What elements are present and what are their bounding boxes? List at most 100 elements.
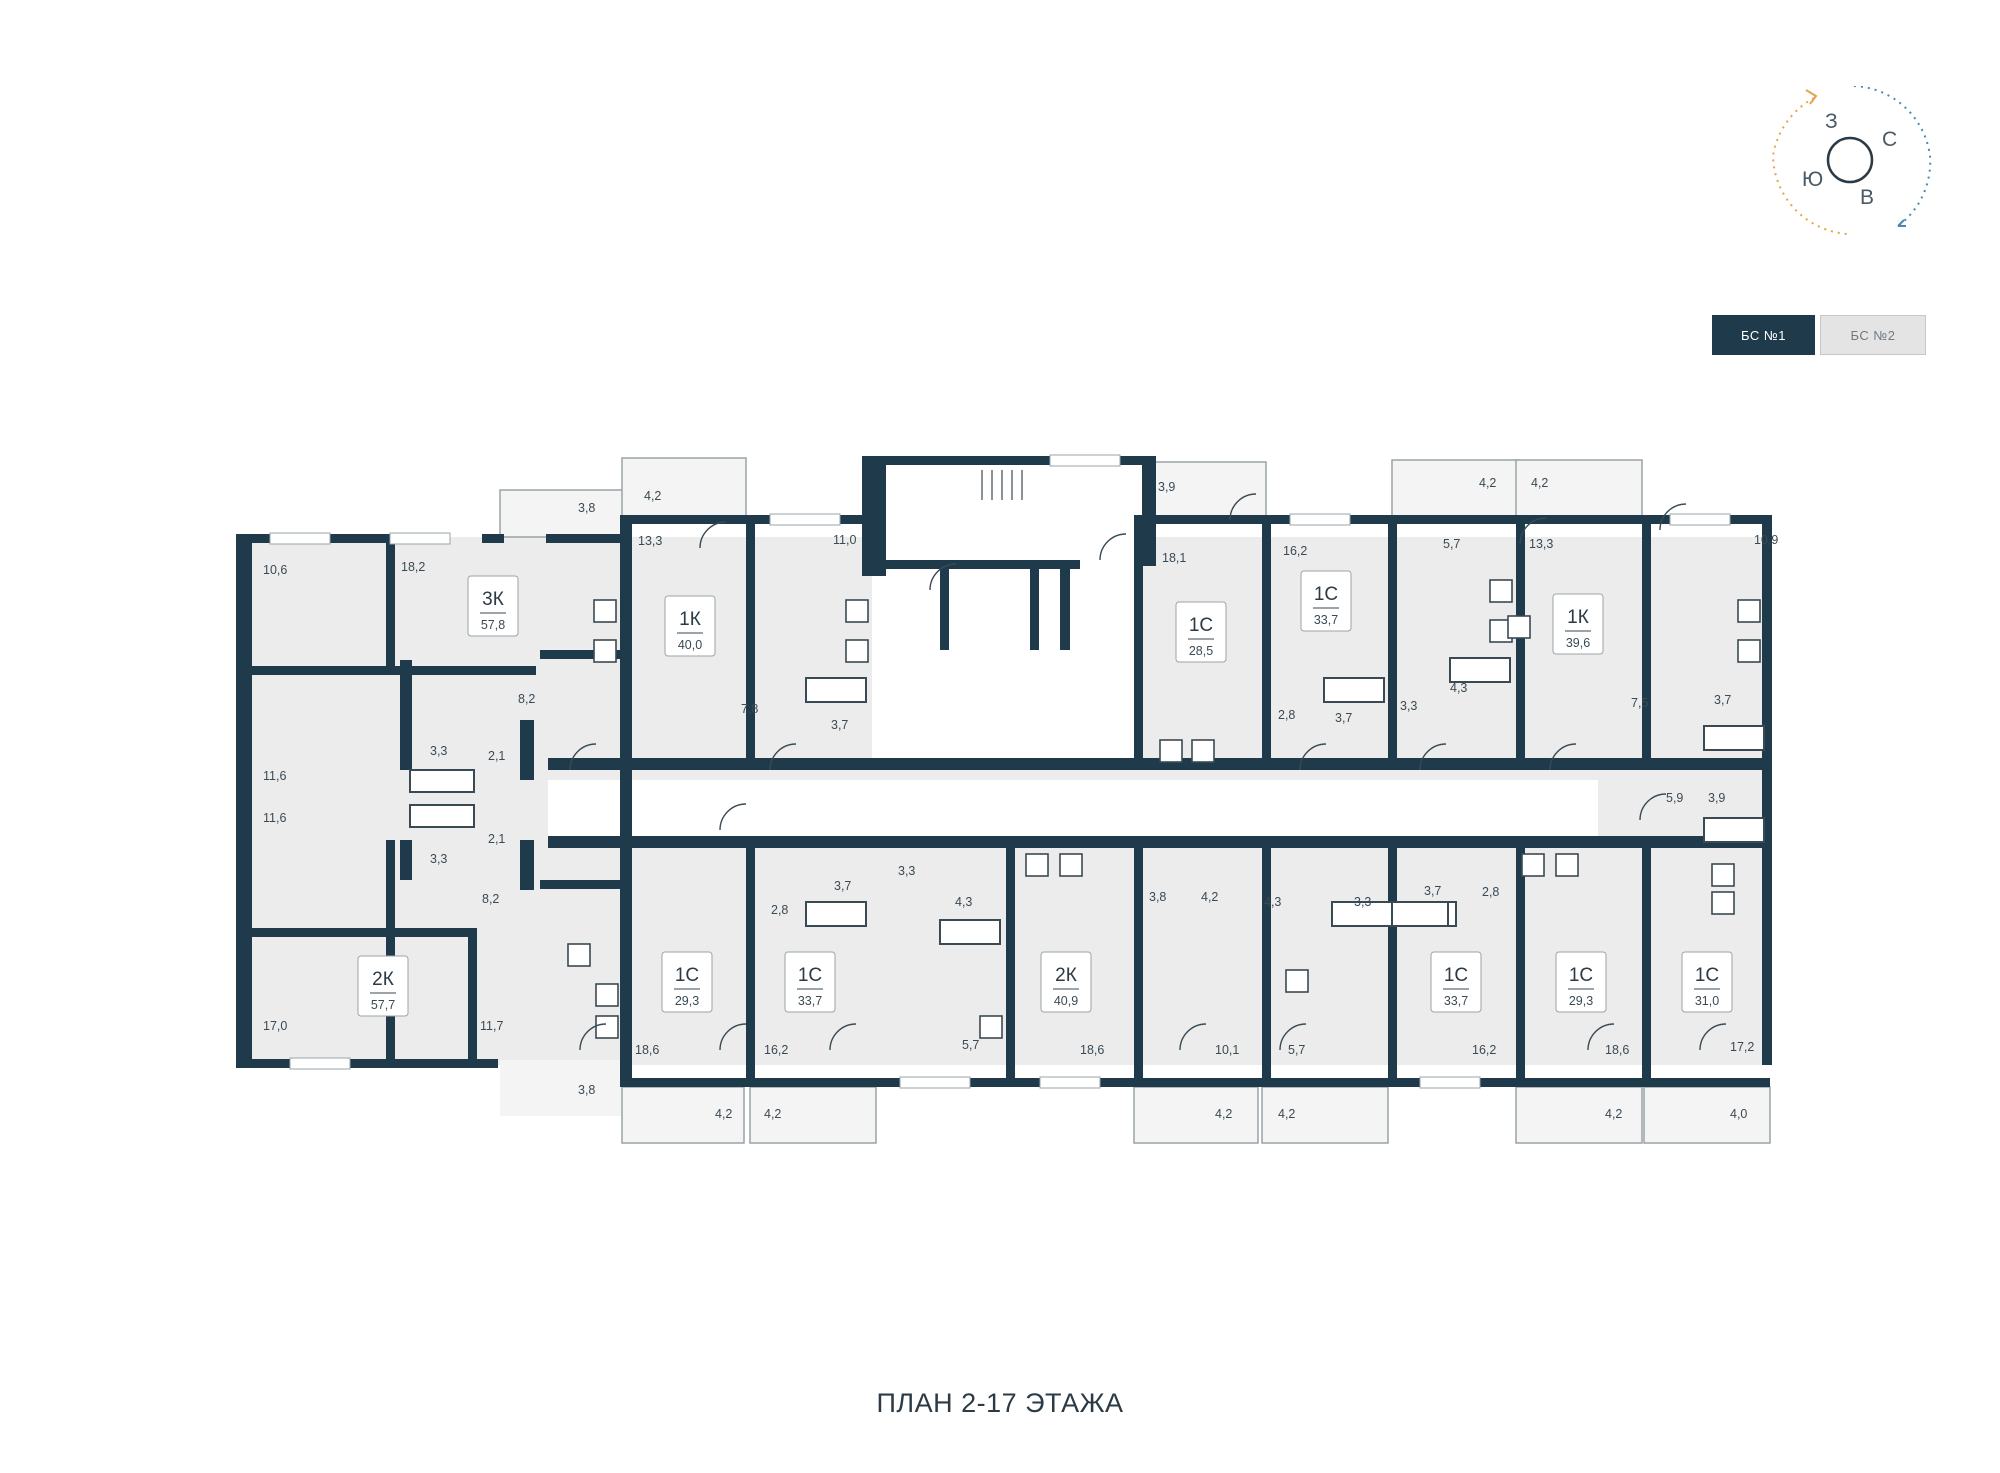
wall-49 xyxy=(540,650,620,659)
window-7 xyxy=(1039,1076,1101,1089)
building-2-button[interactable]: БС №2 xyxy=(1820,315,1926,355)
room-area-3: 4,2 xyxy=(644,489,661,503)
apartment-type: 1С xyxy=(1444,965,1468,986)
appliance-0 xyxy=(593,599,617,623)
room-area-41: 2,8 xyxy=(771,903,788,917)
room-area-58: 4,2 xyxy=(1605,1107,1622,1121)
door-18 xyxy=(1549,743,1577,771)
room-area-54: 4,2 xyxy=(715,1107,732,1121)
room-area-48: 10,1 xyxy=(1215,1043,1239,1057)
appliance-13 xyxy=(1555,853,1579,877)
wall-14 xyxy=(1516,515,1644,524)
balcony-upper-0 xyxy=(499,489,629,538)
appliance-19 xyxy=(1285,969,1309,993)
building-1-button[interactable]: БС №1 xyxy=(1712,315,1815,355)
room-area-55: 4,2 xyxy=(764,1107,781,1121)
apartment-badge xyxy=(467,575,519,637)
room-area-35: 3,8 xyxy=(1149,890,1166,904)
door-8 xyxy=(1179,1023,1207,1051)
room-area-34: 4,3 xyxy=(955,895,972,909)
door-6 xyxy=(719,1023,747,1051)
apartment-total: 33,7 xyxy=(1314,613,1338,627)
door-7 xyxy=(829,1023,857,1051)
stairs-icon xyxy=(981,470,1023,500)
wall-10 xyxy=(1142,456,1156,566)
room-area-42: 17,0 xyxy=(263,1019,287,1033)
room-area-14: 8,2 xyxy=(518,692,535,706)
room-area-50: 16,2 xyxy=(1472,1043,1496,1057)
room-area-40: 2,8 xyxy=(1482,885,1499,899)
compass-north: С xyxy=(1882,128,1898,151)
room-area-4: 13,3 xyxy=(638,534,662,548)
room-area-12: 13,3 xyxy=(1529,537,1553,551)
apartment-badge xyxy=(661,951,713,1013)
wall-22 xyxy=(548,758,888,770)
room-area-44: 18,6 xyxy=(635,1043,659,1057)
bathtub-4 xyxy=(1323,677,1385,703)
wall-34 xyxy=(1134,840,1143,1087)
bathtub-1 xyxy=(409,804,475,828)
lift-lobby xyxy=(872,566,1142,766)
wall-25 xyxy=(1392,758,1770,770)
appliance-3 xyxy=(845,639,869,663)
wall-52 xyxy=(400,840,412,880)
apartment-type: 3К xyxy=(482,589,504,610)
apartment-total: 29,3 xyxy=(675,994,699,1008)
bathtub-2 xyxy=(805,677,867,703)
stair-core xyxy=(872,456,1142,566)
apartment-badge xyxy=(784,951,836,1013)
wall-31 xyxy=(746,515,755,765)
appliance-17 xyxy=(595,1015,619,1039)
room-area-0: 10,6 xyxy=(263,563,287,577)
door-3 xyxy=(1229,493,1257,521)
corridor xyxy=(548,780,1598,840)
door-11 xyxy=(1699,1023,1727,1051)
wall-53 xyxy=(520,720,534,780)
apartment-total: 33,7 xyxy=(798,994,822,1008)
wall-16 xyxy=(1762,515,1772,1065)
door-5 xyxy=(1659,503,1687,531)
compass: З С Ю В xyxy=(1758,85,1938,246)
room-area-23: 11,6 xyxy=(263,769,286,783)
wall-11 xyxy=(1142,515,1266,524)
wall-39 xyxy=(1516,515,1525,765)
bathtub-3 xyxy=(805,901,867,927)
appliance-9 xyxy=(1191,739,1215,763)
room-area-2: 3,8 xyxy=(578,501,595,515)
room-area-22: 3,7 xyxy=(1714,693,1731,707)
appliance-11 xyxy=(1059,853,1083,877)
door-10 xyxy=(1587,1023,1615,1051)
wall-30 xyxy=(620,515,632,1087)
apartment-badge xyxy=(1430,951,1482,1013)
appliance-16 xyxy=(595,983,619,1007)
room-area-29: 5,9 xyxy=(1666,791,1683,805)
door-12 xyxy=(579,1023,607,1051)
room-area-10: 5,7 xyxy=(1443,537,1460,551)
door-15 xyxy=(719,803,747,831)
wall-47 xyxy=(236,928,468,937)
wall-42 xyxy=(1642,840,1651,1087)
apartment-badge xyxy=(1552,593,1604,655)
appliance-15 xyxy=(1711,891,1735,915)
appliance-1 xyxy=(593,639,617,663)
wall-48 xyxy=(468,928,477,1059)
room-area-9: 4,2 xyxy=(1479,476,1496,490)
building-switch: БС №1 БС №2 xyxy=(1712,311,1926,359)
room-area-21: 7,5 xyxy=(1631,696,1648,710)
room-area-18: 3,7 xyxy=(1335,711,1352,725)
door-14 xyxy=(769,743,797,771)
bathtub-8 xyxy=(1703,725,1765,751)
room-area-31: 8,2 xyxy=(482,892,499,906)
room-area-51: 18,6 xyxy=(1605,1043,1629,1057)
room-area-30: 3,9 xyxy=(1708,791,1725,805)
apartment-total: 33,7 xyxy=(1444,994,1468,1008)
wall-58 xyxy=(1060,560,1070,650)
apartment-type: 1С xyxy=(1189,615,1213,636)
apartment-type: 2К xyxy=(372,969,394,990)
balcony-upper-2 xyxy=(1147,461,1267,523)
